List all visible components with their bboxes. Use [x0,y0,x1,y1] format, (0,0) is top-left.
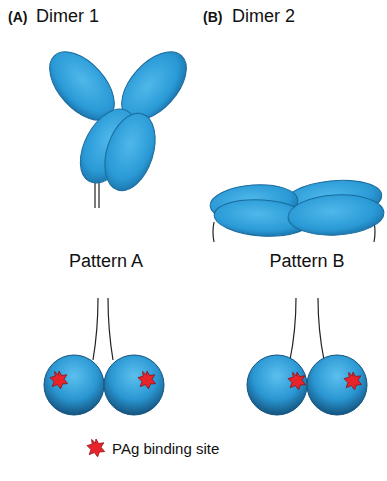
legend-star [87,439,105,457]
panel-letter: (B) [203,10,222,25]
panel-title: Dimer 2 [232,7,295,27]
legend-text: PAg binding site [112,440,219,457]
legend-entry: PAg binding site [112,441,219,458]
dimer-1 [37,40,198,208]
pattern-b [247,298,367,415]
panel-letter: (A) [8,10,27,25]
pattern-label: Pattern A [69,252,143,272]
pattern-a [44,298,164,415]
dimer-2 [209,176,385,242]
pattern-label: Pattern B [269,252,344,272]
panel-title: Dimer 1 [36,7,99,27]
